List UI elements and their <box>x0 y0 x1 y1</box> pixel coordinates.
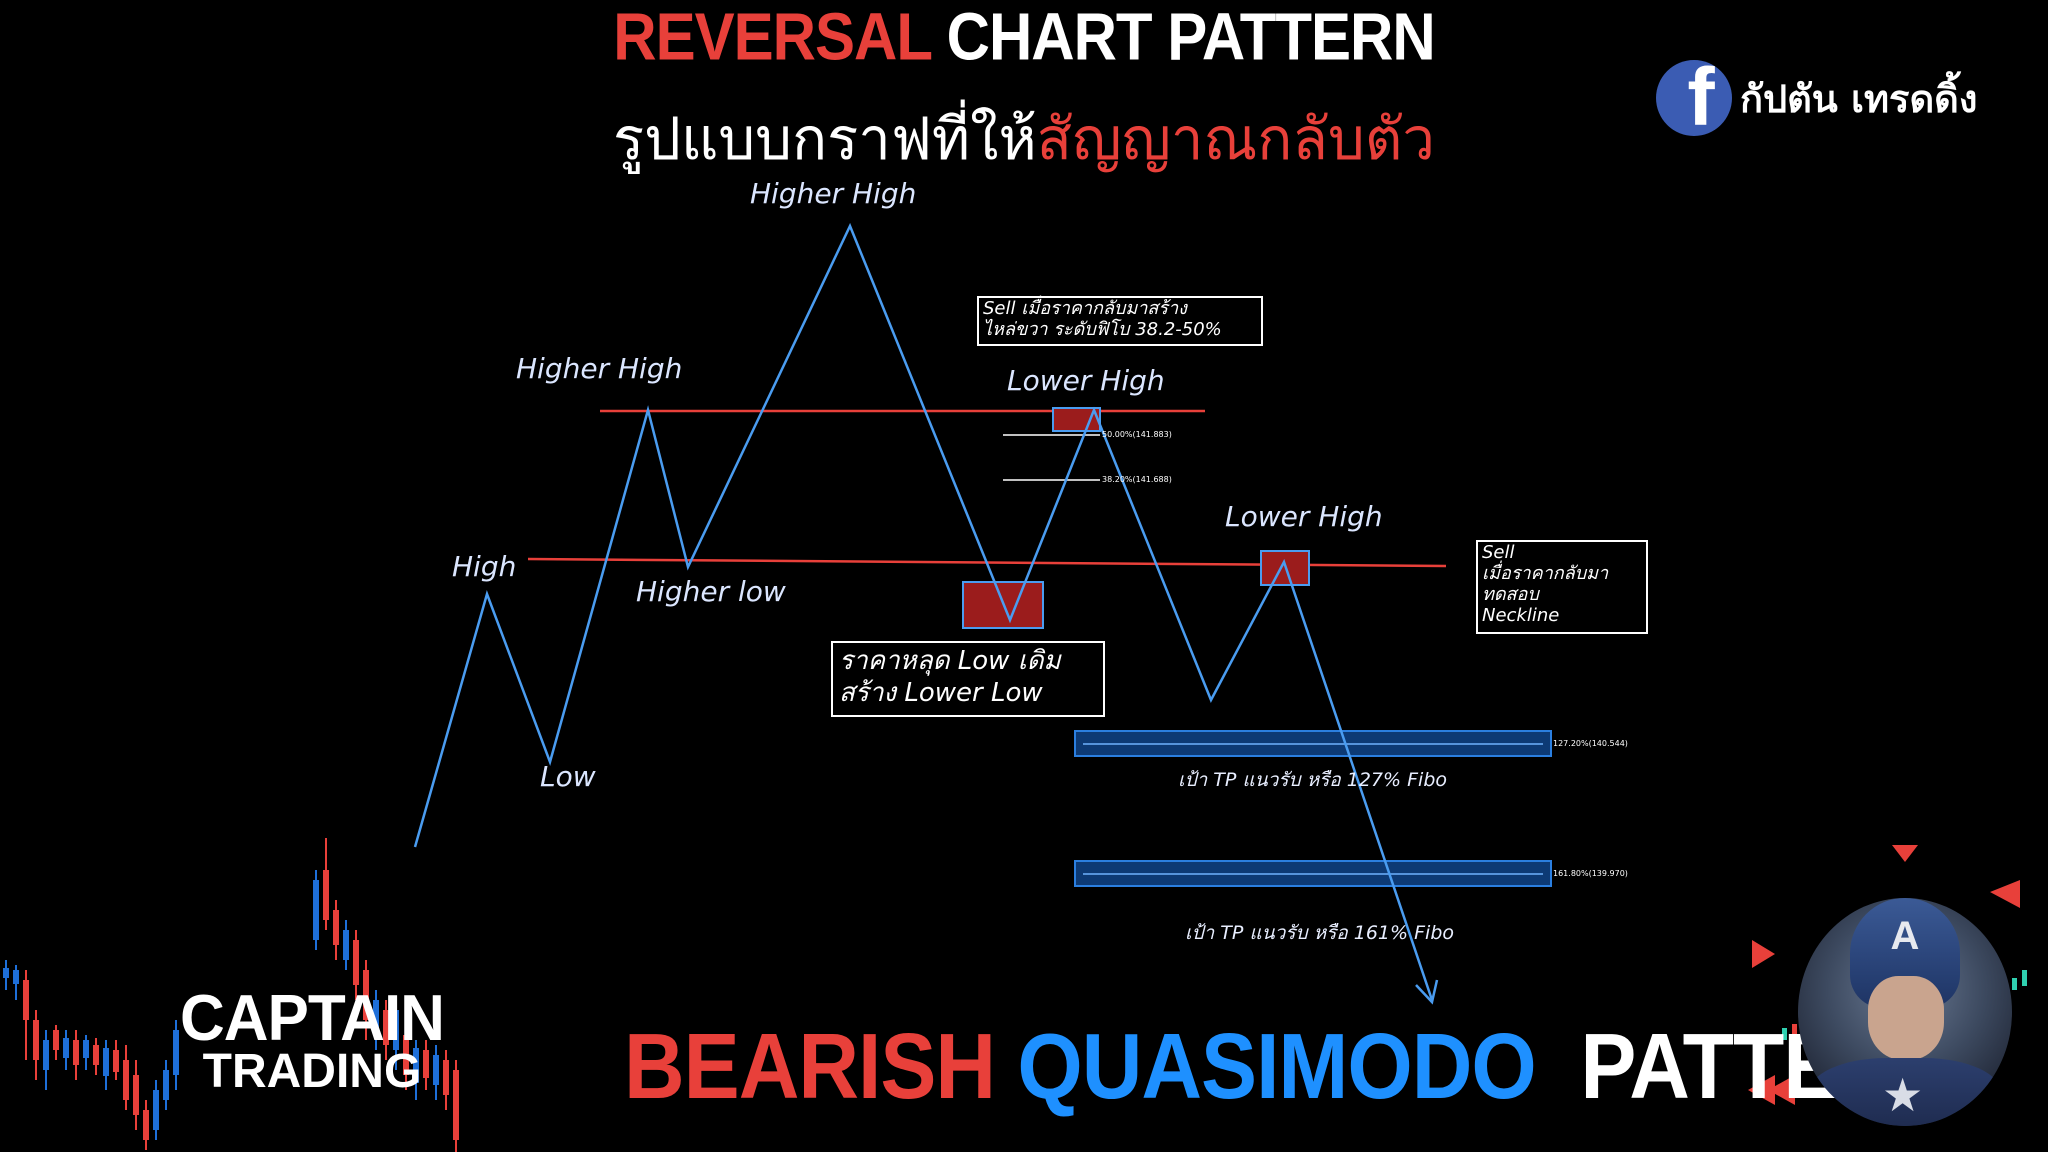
suit-icon <box>1808 1058 2002 1126</box>
fibo-50-label: 50.00%(141.883) <box>1102 430 1172 439</box>
title-white-words: CHART PATTERN <box>946 0 1436 75</box>
label-higher-low: Higher low <box>636 575 786 608</box>
label-high: High <box>452 550 517 583</box>
star-icon: ★ <box>1882 1068 1924 1122</box>
fibo-127-label: 127.20%(140.544) <box>1553 739 1628 748</box>
price-arrow-head <box>1415 979 1439 1005</box>
face-icon <box>1868 976 1944 1060</box>
sell-neckline-note: Sell เมื่อราคากลับมา ทดสอบ Neckline <box>1476 540 1648 634</box>
logo-line-2: TRADING <box>202 1045 422 1098</box>
fibo-161-label: 161.80%(139.970) <box>1553 869 1628 878</box>
break-low-note: ราคาหลุด Low เดิม สร้าง Lower Low <box>831 641 1105 717</box>
main-title: REVERSAL CHART PATTERN <box>0 0 2048 75</box>
facebook-icon: f <box>1656 60 1732 136</box>
captain-trading-logo: CAPTAIN TRADING <box>180 982 445 1098</box>
logo-line-1: CAPTAIN <box>180 982 445 1055</box>
avatar: A ★ <box>1798 898 2012 1126</box>
fibo-382-label: 38.20%(141.688) <box>1102 475 1172 484</box>
label-lower-high-2: Lower High <box>1225 500 1383 533</box>
neckline-retest-zone <box>1260 550 1310 586</box>
label-higher-high-1: Higher High <box>516 352 683 385</box>
title-red-word: REVERSAL <box>613 0 932 75</box>
price-path <box>413 222 1434 1001</box>
sell-fibo-note: Sell เมื่อราคากลับมาสร้าง ไหล่ขวา ระดับฟ… <box>977 296 1263 346</box>
facebook-letter: f <box>1687 60 1715 136</box>
label-lower-high-1: Lower High <box>1007 364 1165 397</box>
label-higher-high-2: Higher High <box>750 177 917 210</box>
facebook-brand[interactable]: f กัปตัน เทรดดิ้ง <box>1656 60 1977 136</box>
bottom-title-blue: QUASIMODO <box>1017 1014 1536 1118</box>
thai-subtitle: รูปแบบกราฟที่ให้สัญญาณกลับตัว <box>0 92 2048 185</box>
pattern-name-title: BEARISH QUASIMODO PATTERN <box>624 1013 1959 1120</box>
candlestick-decoration <box>3 838 459 1152</box>
label-low: Low <box>540 760 596 793</box>
subtitle-white-part: รูปแบบกราฟที่ให้ <box>613 105 1037 173</box>
tp-127-note: เป้า TP แนวรับ หรือ 127% Fibo <box>1178 769 1448 791</box>
bottom-title-red: BEARISH <box>624 1014 996 1118</box>
brand-name: กัปตัน เทรดดิ้ง <box>1740 76 1978 121</box>
subtitle-red-part: สัญญาณกลับตัว <box>1036 105 1435 173</box>
tp-161-note: เป้า TP แนวรับ หรือ 161% Fibo <box>1185 922 1455 944</box>
